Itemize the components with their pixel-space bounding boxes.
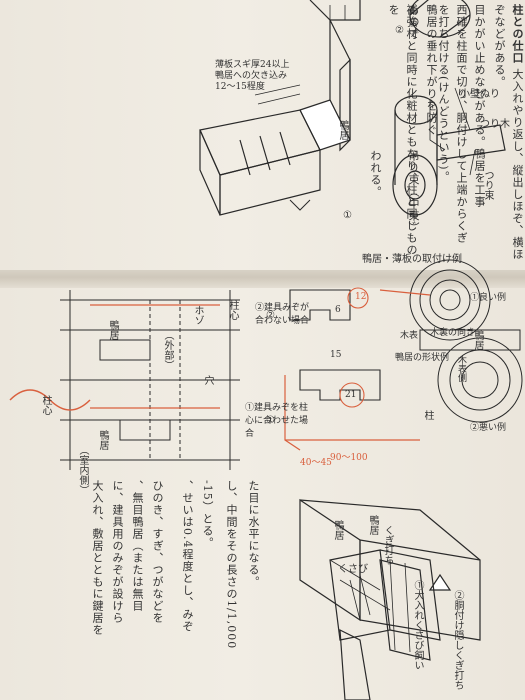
- lower-para-c: 、無目鴨居（または無目: [131, 480, 144, 612]
- label-kinome-side: 木表側: [456, 355, 466, 382]
- label-goodbad: ①良い例: [470, 293, 507, 303]
- label-shitsunai: （室内側）: [77, 445, 88, 495]
- lower-wedge-drawing: [339, 559, 431, 700]
- upper-num1: ①: [343, 210, 352, 221]
- caption-2: ②建具みぞが合わない場合: [255, 303, 310, 326]
- lower-section-drawings: [284, 287, 420, 451]
- label-hashira-right: 柱心: [227, 300, 238, 320]
- label-hashira-bottom: 柱: [422, 410, 433, 420]
- dim-c: 15: [330, 350, 342, 360]
- label-gaibu: （外部）: [162, 330, 173, 370]
- upper-para4: を打ち付ける(けんどうという)。: [437, 4, 450, 183]
- caption-1: ①建具みぞを柱心に合わせた場合: [245, 403, 309, 439]
- lower-para-e: 、せいは0.4程度とし、みぞ: [181, 480, 194, 633]
- annotation-usuita: 薄板スギ厚24以上 鴨居への欠き込み 12〜15程度: [215, 60, 290, 92]
- lower-para-f: -15）とる。: [201, 480, 214, 549]
- caption-kamoi-example: 鴨居・薄板の取付け例: [362, 254, 462, 265]
- dim-b: 40〜45: [300, 458, 332, 468]
- upper-para7: われる。: [369, 150, 382, 198]
- upper-heading: 柱との仕口 大入れやり返し、縦出しほぞ、横ほぞなどがある。: [493, 4, 524, 261]
- label-kamoi-ura: 木裏の向き: [430, 328, 476, 338]
- label-kusabi: くさび: [338, 564, 368, 575]
- label-hashira-left: 柱心: [40, 395, 51, 415]
- label-mokuri: ②悪い例: [470, 423, 507, 433]
- label-tsurigi: つり木: [480, 119, 510, 130]
- label-ana: 穴: [202, 375, 213, 385]
- dim-d: 21: [345, 390, 357, 400]
- label-kokabe: 小壁ぬり: [460, 89, 500, 100]
- label-kusabi-uchi: くぎ打ち: [382, 525, 393, 565]
- caption-section: 鴨居の形状例: [395, 353, 450, 363]
- upper-para2: 目かがい止めなどがある。鴨居を工事: [473, 4, 486, 208]
- lower-log-rings: [409, 259, 523, 423]
- page-fold: [0, 270, 525, 288]
- label-kamoi-a: 鴨居: [97, 430, 108, 450]
- lower-column-elevation: [60, 290, 240, 470]
- label-hozo: ホゾ: [192, 305, 203, 325]
- dim-a: 90〜100: [330, 453, 368, 463]
- dim-f: 6: [335, 305, 341, 315]
- upper-para3: 西確を柱面で切り、胴付けして上端からくぎ: [455, 4, 468, 244]
- label-kamoi-b: 鴨居: [107, 320, 118, 340]
- lower-perspective-beam-left: [329, 549, 441, 641]
- label-kamoi-section: 鴨居: [472, 330, 483, 350]
- lower-num2: ②: [266, 310, 275, 321]
- lower-para-a: 大入れ、敷居とともに鍵居を: [91, 480, 104, 636]
- upper-num2: ②: [395, 25, 404, 36]
- label-tsuritsuka: つり束: [482, 170, 493, 200]
- caption-oirekusabi: ①大入れくさび飼い: [412, 580, 423, 670]
- upper-para6: 補強材と同時に化粧材ともなり、柱と同じものを: [387, 4, 418, 256]
- lower-para-d: ひのき、すぎ、つがなどを: [151, 480, 164, 624]
- label-kamoi-upper: 鴨居: [337, 120, 348, 140]
- label-kamoi-c: 鴨居: [367, 515, 378, 535]
- lower-para-g: し、中間をその長さの1/1,000: [225, 480, 238, 650]
- lower-para-h: た目に水平になる。: [247, 480, 260, 588]
- caption-dozuke: ②胴付け隠しくぎ打ち: [452, 590, 463, 690]
- label-kinome: 木表: [400, 331, 419, 341]
- dim-e: 12: [355, 292, 367, 302]
- upper-beam-diagram: [199, 19, 351, 216]
- lower-num1: ①: [266, 415, 275, 426]
- lower-para-b: に、建具用のみぞが設けら: [111, 480, 124, 624]
- upper-log-diagram: [392, 0, 506, 216]
- label-kamoi-d: 鴨居: [332, 520, 343, 540]
